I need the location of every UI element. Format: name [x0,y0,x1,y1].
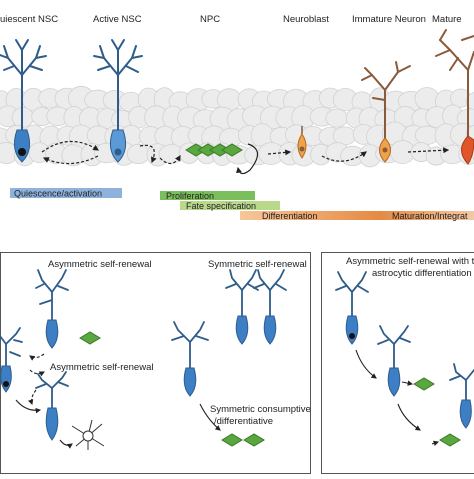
label-quiescent-nsc: uiescent NSC [0,14,58,25]
bar-differentiation-label: Differentiation [262,211,317,221]
tissue-cell [333,127,356,145]
label-consumptive-2: /differentiative [214,416,273,427]
label-mature: Mature [432,14,462,25]
tissue-cell [326,109,348,127]
label-asymmetric-top: Asymmetric self-renewal [48,259,151,270]
bar-fate-label: Fate specification [186,201,256,211]
label-right-2: astrocytic differentiation [372,268,472,279]
label-symmetric: Symmetric self-renewal [208,259,307,270]
bar-proliferation-label: Proliferation [166,191,214,201]
panel-right-cells [336,272,474,446]
process-bars: Quiescence/activation Proliferation Fate… [10,188,474,221]
stage-labels: uiescent NSC Active NSC NPC Neuroblast I… [0,14,462,25]
bar-maturation-label: Maturation/Integrat [392,211,468,221]
bar-quiescence-label: Quiescence/activation [14,189,102,199]
label-right-1: Asymmetric self-renewal with te [346,256,474,267]
label-immature-neuron: Immature Neuron [352,14,426,25]
panel-consumptive-cells [172,322,264,446]
panel-asym-top-cells [36,270,100,348]
tissue-layer [0,86,474,167]
tissue-cell [127,144,150,163]
label-npc: NPC [200,14,220,25]
panel-sym-cells [226,270,286,344]
label-neuroblast: Neuroblast [283,14,329,25]
label-active-nsc: Active NSC [93,14,142,25]
label-consumptive-1: Symmetric consumptive [210,404,311,415]
